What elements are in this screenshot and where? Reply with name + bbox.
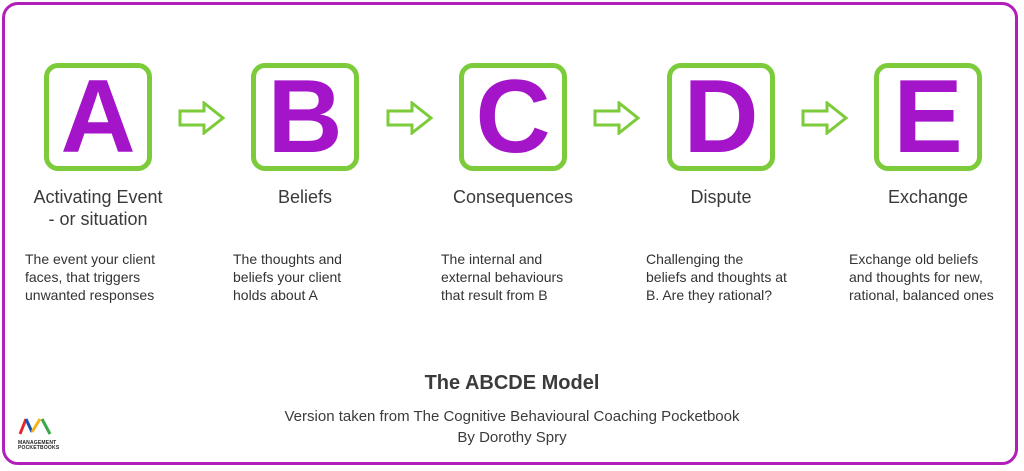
step-desc-e-line3: rational, balanced ones — [849, 287, 994, 303]
step-label-a: Activating Event - or situation — [8, 186, 188, 230]
step-label-e-line1: Exchange — [887, 187, 969, 207]
step-desc-c-line1: The internal and — [441, 251, 543, 267]
step-desc-e-line2: and thoughts for new, — [849, 269, 983, 285]
step-label-a-line2: - or situation — [48, 209, 148, 229]
arrow-d-to-e-icon — [801, 101, 849, 135]
step-label-b-line1: Beliefs — [277, 187, 333, 207]
step-desc-b-line3: holds about A — [233, 287, 318, 303]
letter-box-e: E — [874, 63, 982, 171]
letter-c: C — [475, 59, 551, 175]
step-desc-d-line1: Challenging the — [646, 251, 744, 267]
subtitle-author: By Dorothy Spry — [457, 429, 567, 446]
step-desc-a-line3: unwanted responses — [25, 287, 155, 303]
arrow-a-to-b-icon — [178, 101, 226, 135]
letter-box-d: D — [667, 63, 775, 171]
logo-text-line1: MANAGEMENT — [18, 440, 57, 446]
step-desc-b: The thoughts and beliefs your client hol… — [233, 250, 413, 304]
arrow-b-to-c-icon — [386, 101, 434, 135]
letter-d: D — [683, 59, 759, 175]
step-desc-e-line1: Exchange old beliefs — [849, 251, 979, 267]
letter-e: E — [893, 59, 963, 175]
diagram-frame — [2, 2, 1018, 465]
letter-box-a: A — [44, 63, 152, 171]
step-label-d: Dispute — [631, 186, 811, 208]
subtitle-source: Version taken from The Cognitive Behavio… — [284, 408, 740, 425]
letter-box-c: C — [459, 63, 567, 171]
arrow-c-to-d-icon — [593, 101, 641, 135]
step-desc-b-line1: The thoughts and — [233, 251, 342, 267]
step-desc-e: Exchange old beliefs and thoughts for ne… — [849, 250, 1024, 304]
step-desc-c: The internal and external behaviours tha… — [441, 250, 621, 304]
step-label-a-line1: Activating Event — [33, 187, 163, 207]
letter-box-b: B — [251, 63, 359, 171]
step-desc-a-line2: faces, that triggers — [25, 269, 141, 285]
management-pocketbooks-logo: MANAGEMENT POCKETBOOKS — [18, 416, 68, 451]
step-desc-b-line2: beliefs your client — [233, 269, 342, 285]
step-label-e: Exchange — [838, 186, 1018, 208]
logo-text-line2: POCKETBOOKS — [18, 445, 60, 451]
step-label-d-line1: Dispute — [690, 187, 752, 207]
step-desc-a-line1: The event your client — [25, 251, 155, 267]
step-desc-a: The event your client faces, that trigge… — [25, 250, 205, 304]
logo-mark-icon — [18, 418, 52, 435]
letter-b: B — [267, 59, 343, 175]
step-desc-d-line2: beliefs and thoughts at — [646, 269, 787, 285]
step-desc-c-line2: external behaviours — [441, 269, 564, 285]
step-desc-d-line3: B. Are they rational? — [646, 287, 773, 303]
diagram-title: The ABCDE Model — [424, 372, 600, 394]
step-desc-d: Challenging the beliefs and thoughts at … — [646, 250, 826, 304]
step-label-c-line1: Consequences — [452, 187, 574, 207]
letter-a: A — [60, 59, 136, 175]
step-desc-c-line3: that result from B — [441, 287, 548, 303]
step-label-c: Consequences — [423, 186, 603, 208]
step-label-b: Beliefs — [215, 186, 395, 208]
